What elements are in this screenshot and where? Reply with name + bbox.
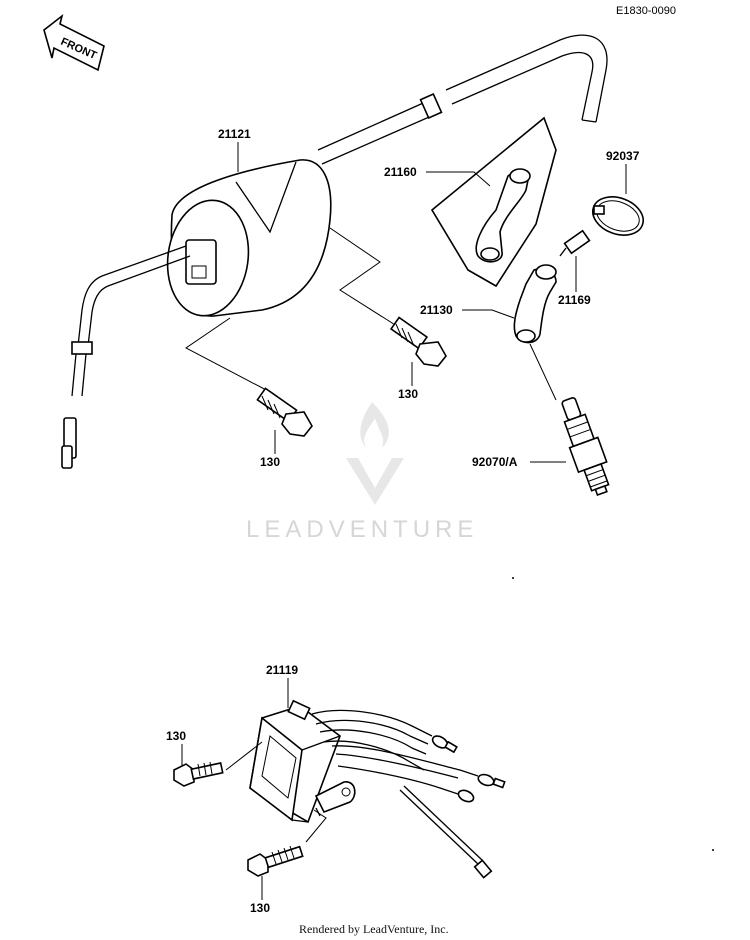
plug-cap-cover [430,116,557,288]
watermark-logo [346,402,404,505]
hose-clamp [592,196,644,236]
cdi-wire-harness [311,709,506,879]
watermark-text: LEADVENTURE [246,516,478,543]
coil-bolt-lower [256,387,313,437]
label-92037: 92037 [606,149,640,163]
coil-bolt-upper [389,316,447,367]
connector [559,229,591,257]
cdi-unit [249,699,356,824]
high-tension-lead [317,34,608,165]
label-130-cdi-upper: 130 [166,729,186,743]
label-21119: 21119 [266,663,298,677]
footer-credit: Rendered by LeadVenture, Inc. [299,922,449,936]
dot-mark [512,577,514,579]
label-21121: 21121 [218,127,251,141]
spark-plug [561,397,610,497]
cdi-bolt-lower [247,845,304,877]
label-21160: 21160 [384,165,417,179]
label-130-cdi-lower: 130 [250,901,270,915]
ignition-coil [61,159,332,469]
diagram-code: E1830-0090 [616,5,676,17]
label-130-lower: 130 [260,455,280,469]
spark-plug-cap [513,264,557,344]
label-21130: 21130 [420,303,453,317]
label-130-upper: 130 [398,387,418,401]
label-92070a: 92070/A [472,455,518,469]
label-21169: 21169 [558,293,591,307]
cdi-bolt-upper [173,761,224,787]
dot-mark-2 [712,849,714,851]
front-arrow-icon: FRONT [43,13,105,72]
